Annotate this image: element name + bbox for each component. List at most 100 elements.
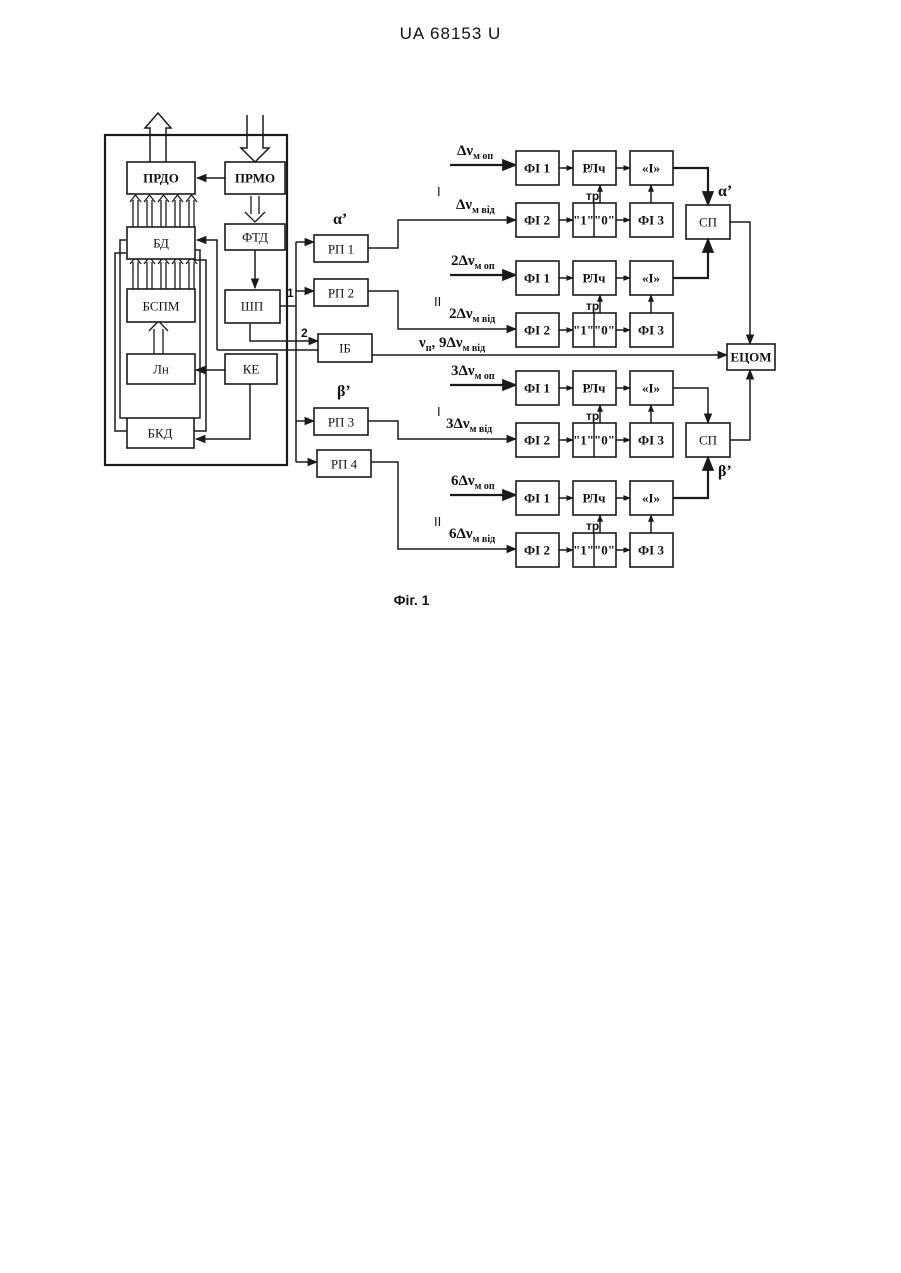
block-bspm: БСПМ xyxy=(127,289,195,322)
svg-text:"1""0": "1""0" xyxy=(573,433,615,448)
alpha-label-left: α’ xyxy=(333,211,347,228)
svg-text:ФІ 1: ФІ 1 xyxy=(524,491,550,506)
svg-text:КЕ: КЕ xyxy=(243,362,260,377)
block-rp2: РП 2 xyxy=(314,279,368,306)
figure-caption: Фіг. 1 xyxy=(0,592,823,608)
svg-text:РП 1: РП 1 xyxy=(328,242,354,257)
block-rlch: РЛч xyxy=(573,371,616,405)
block-fi1: ФІ 1 xyxy=(516,151,559,185)
alpha-label-right: α’ xyxy=(718,183,732,200)
channel-group-1: ФІ 1 РЛч «І» ФІ 2 "1""0" ФІ 3 тр xyxy=(516,151,673,237)
svg-text:"1""0": "1""0" xyxy=(573,543,615,558)
svg-text:ФІ 3: ФІ 3 xyxy=(638,543,664,558)
block-i: «І» xyxy=(630,371,673,405)
prmo-to-ftd-arrow xyxy=(245,196,265,222)
roman-label-2a: II xyxy=(434,294,441,309)
channel-group-2: ФІ 1 РЛч «І» ФІ 2 "1""0" ФІ 3 тр xyxy=(516,261,673,347)
svg-text:РЛч: РЛч xyxy=(582,161,605,176)
block-fi3: ФІ 3 xyxy=(630,203,673,237)
input-hollow-arrow xyxy=(241,115,269,162)
block-fi1: ФІ 1 xyxy=(516,261,559,295)
block-rlch: РЛч xyxy=(573,481,616,515)
block-rlch: РЛч xyxy=(573,151,616,185)
svg-text:ПРМО: ПРМО xyxy=(235,171,275,186)
block-sp-alpha: СП xyxy=(686,205,730,239)
svg-text:СП: СП xyxy=(699,215,717,230)
svg-text:ФІ 2: ФІ 2 xyxy=(524,433,550,448)
block-trigger: "1""0" xyxy=(573,533,616,567)
block-rp4: РП 4 xyxy=(317,450,371,477)
svg-text:«І»: «І» xyxy=(642,381,660,396)
tr-label: тр xyxy=(586,299,599,313)
svg-text:РП 2: РП 2 xyxy=(328,286,354,301)
block-fi2: ФІ 2 xyxy=(516,533,559,567)
freq-label-row6: 3Δνм від xyxy=(446,416,492,435)
block-i: «І» xyxy=(630,261,673,295)
freq-label-row5: 3Δνм оп xyxy=(451,363,495,382)
ib-output-label: νп, 9Δνм від xyxy=(418,335,485,354)
block-ke: КЕ xyxy=(225,354,277,384)
block-prmo: ПРМО xyxy=(225,162,285,194)
svg-text:ФІ 3: ФІ 3 xyxy=(638,433,664,448)
svg-text:РП 3: РП 3 xyxy=(328,415,354,430)
svg-text:ФІ 3: ФІ 3 xyxy=(638,323,664,338)
svg-text:БД: БД xyxy=(153,236,169,251)
block-ln: Лн xyxy=(127,354,195,384)
channel-group-3: ФІ 1 РЛч «І» ФІ 2 "1""0" ФІ 3 тр xyxy=(516,371,673,457)
svg-text:ПРДО: ПРДО xyxy=(143,171,179,186)
ln-to-bspm-arrow xyxy=(149,321,168,354)
svg-text:«І»: «І» xyxy=(642,271,660,286)
svg-text:СП: СП xyxy=(699,433,717,448)
svg-text:ФІ 3: ФІ 3 xyxy=(638,213,664,228)
block-sp-beta: СП xyxy=(686,423,730,457)
block-ib: ІБ xyxy=(318,334,372,362)
svg-text:ФІ 2: ФІ 2 xyxy=(524,213,550,228)
channel-group-4: ФІ 1 РЛч «І» ФІ 2 "1""0" ФІ 3 тр xyxy=(516,481,673,567)
block-bkd: БКД xyxy=(127,418,194,448)
block-fi2: ФІ 2 xyxy=(516,423,559,457)
bus-bd-to-prdo xyxy=(130,195,197,227)
block-prdo: ПРДО xyxy=(127,162,195,194)
freq-label-row4: 2Δνм від xyxy=(449,306,495,325)
block-i: «І» xyxy=(630,151,673,185)
svg-text:"1""0": "1""0" xyxy=(573,323,615,338)
block-fi1: ФІ 1 xyxy=(516,481,559,515)
block-fi1: ФІ 1 xyxy=(516,371,559,405)
beta-label-right: β’ xyxy=(718,463,732,480)
svg-text:РЛч: РЛч xyxy=(582,381,605,396)
freq-label-row3: 2Δνм оп xyxy=(451,253,495,272)
bus-bspm-to-bd xyxy=(130,257,197,289)
block-rp1: РП 1 xyxy=(314,235,368,262)
svg-text:РЛч: РЛч xyxy=(582,271,605,286)
svg-text:БСПМ: БСПМ xyxy=(143,299,180,314)
output-hollow-arrow xyxy=(145,113,171,162)
shp-out-2-label: 2 xyxy=(301,326,308,340)
svg-text:ІБ: ІБ xyxy=(339,341,351,356)
block-fi2: ФІ 2 xyxy=(516,313,559,347)
block-bd: БД xyxy=(127,227,195,259)
svg-text:ФІ 1: ФІ 1 xyxy=(524,271,550,286)
svg-text:"1""0": "1""0" xyxy=(573,213,615,228)
block-shp: ШП xyxy=(225,290,280,323)
svg-text:ФІ 2: ФІ 2 xyxy=(524,323,550,338)
freq-label-row2: Δνм від xyxy=(456,197,495,216)
tr-label: тр xyxy=(586,189,599,203)
block-trigger: "1""0" xyxy=(573,423,616,457)
svg-text:ШП: ШП xyxy=(241,299,264,314)
block-fi3: ФІ 3 xyxy=(630,423,673,457)
block-ecom: ЕЦОМ xyxy=(727,344,775,370)
shp-out-1-label: 1 xyxy=(287,286,294,300)
freq-label-row1: Δνм оп xyxy=(457,143,493,162)
block-ftd: ФТД xyxy=(225,224,285,250)
block-trigger: "1""0" xyxy=(573,203,616,237)
svg-text:БКД: БКД xyxy=(147,426,172,441)
block-trigger: "1""0" xyxy=(573,313,616,347)
svg-text:ФТД: ФТД xyxy=(242,230,268,245)
svg-text:ФІ 1: ФІ 1 xyxy=(524,381,550,396)
svg-text:РП 4: РП 4 xyxy=(331,457,358,472)
roman-label-1b: I xyxy=(437,404,441,419)
block-i: «І» xyxy=(630,481,673,515)
tr-label: тр xyxy=(586,409,599,423)
block-rp3: РП 3 xyxy=(314,408,368,435)
